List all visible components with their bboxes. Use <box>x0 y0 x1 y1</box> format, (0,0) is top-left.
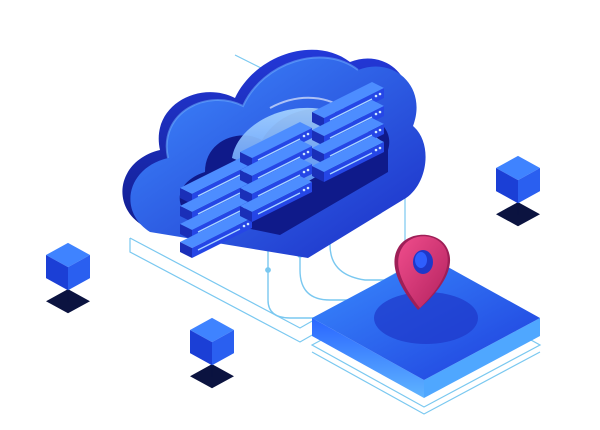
cube-node-icon <box>496 155 540 227</box>
connection-line <box>299 195 360 301</box>
cube-nodes <box>46 155 540 389</box>
cloud-server-icon <box>122 49 426 259</box>
cube-node-icon <box>190 317 234 389</box>
server-rack-icon <box>180 82 384 258</box>
map-pin-icon <box>394 234 451 310</box>
server-unit <box>180 212 252 258</box>
connection-line <box>329 180 395 281</box>
connection-dot <box>265 267 271 273</box>
cube-node-icon <box>46 242 90 314</box>
server-unit <box>312 136 384 182</box>
server-unit <box>240 176 312 222</box>
location-platform-icon <box>310 256 542 415</box>
cube-shadow <box>496 202 540 227</box>
connection-line <box>267 210 330 319</box>
